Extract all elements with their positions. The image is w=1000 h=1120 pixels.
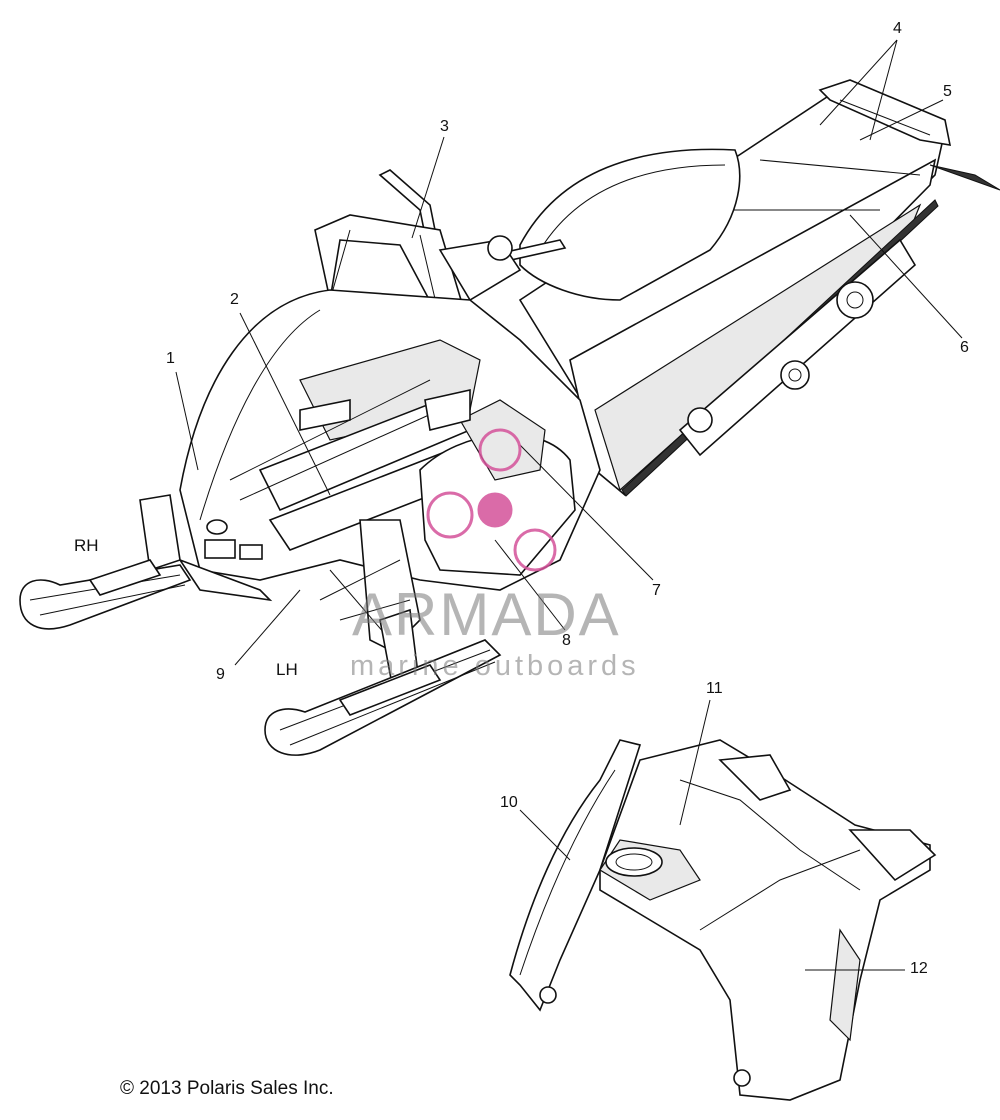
seat	[519, 148, 741, 301]
front-suspension	[139, 494, 421, 702]
watermark-logo	[426, 428, 557, 572]
left-hand-label: LH	[276, 660, 298, 679]
copyright-text: © 2013 Polaris Sales Inc.	[120, 1078, 334, 1099]
callout-4: 4	[893, 20, 902, 37]
right-hand-label: RH	[74, 536, 99, 555]
callout-12: 12	[910, 960, 928, 977]
callout-7: 7	[652, 582, 661, 599]
callout-6: 6	[960, 339, 969, 356]
callout-8: 8	[562, 632, 571, 649]
watermark-subtitle: marine outboards	[350, 650, 640, 682]
left-ski	[264, 639, 502, 756]
callout-5: 5	[943, 83, 952, 100]
callout-11: 11	[706, 680, 723, 697]
tunnel-and-rear-rack	[518, 79, 1000, 497]
callout-1: 1	[166, 350, 175, 367]
hood-and-body	[177, 289, 601, 602]
callout-9: 9	[216, 666, 225, 683]
leader-lines	[175, 39, 963, 971]
callout-3: 3	[440, 118, 449, 135]
callout-2: 2	[230, 291, 239, 308]
callout-10: 10	[500, 794, 518, 811]
watermark-title: ARMADA	[352, 581, 621, 648]
side-panel-assembly	[509, 739, 937, 1101]
right-ski	[19, 559, 192, 630]
